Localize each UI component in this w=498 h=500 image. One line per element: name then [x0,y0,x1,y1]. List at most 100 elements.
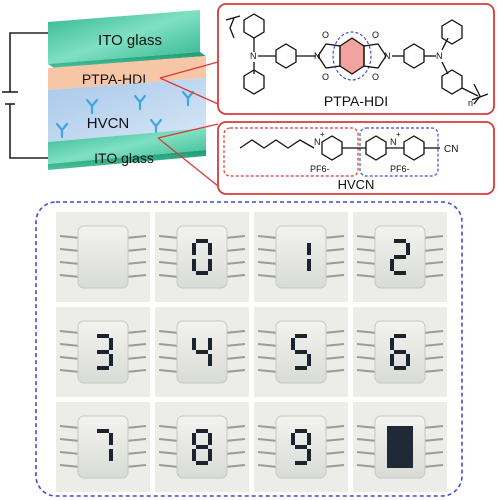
panel-electrode-pins [59,235,147,278]
digit-segment-e [390,354,394,366]
panel-electrode-pins [257,425,345,468]
digit-segment-d [295,461,307,465]
svg-text:O: O [372,72,379,82]
digit-segment-f [192,338,196,350]
display-demo-panel [35,201,463,497]
panel-electrode-pins [356,425,444,468]
display-panel [353,212,447,302]
svg-text:N: N [250,51,257,61]
digit-segment-a [97,334,109,338]
ptpa-hdi-layer-label: PTPA-HDI [82,71,146,87]
display-panel [56,402,150,492]
digit-segment-a [394,239,406,243]
svg-text:O: O [372,30,379,40]
panel-device-body [77,225,129,289]
ion-markers [55,90,195,139]
display-panel [155,402,249,492]
display-panel [56,307,150,397]
digit-segment-a [295,429,307,433]
hvcn-structure-panel: N + N + PF6- PF6- CN HVCN [217,121,495,195]
digit-segment-e [192,449,196,461]
digit-segment-f [291,338,295,350]
hvcn-nitrile-label: CN [444,144,458,155]
panel-device-body [275,225,327,289]
hvcn-charge-2: + [396,130,401,139]
digit-segment-a [295,334,307,338]
svg-text:O: O [322,30,329,40]
display-panel [353,402,447,492]
digit-segment-c [109,354,113,366]
digit-segment-e [192,259,196,271]
digit-segment-b [109,338,113,350]
digit-segment-a [196,239,208,243]
panel-electrode-pins [257,330,345,373]
digit-segment-b [406,243,410,255]
digit-segment-c [208,449,212,461]
panel-device-body [176,225,228,289]
full-colored-display [387,426,413,468]
digit-segment-d [394,271,406,275]
panel-electrode-pins [158,330,246,373]
digit-segment-b [307,433,311,445]
hvcn-counterion-2: PF6- [390,164,410,174]
digit-segment-c [208,259,212,271]
digit-segment-b [109,433,113,445]
digit-segment-e [390,259,394,271]
hvcn-charge-1: + [320,130,325,139]
hvcn-layer-label: HVCN [87,115,130,132]
digit-segment-g [295,350,307,354]
digit-segment-a [196,429,208,433]
ptpa-hdi-repeat-subscript: n [468,98,473,108]
digit-segment-b [208,338,212,350]
digit-segment-b [208,433,212,445]
panel-device-body [77,415,129,479]
hvcn-nitrogen-2: N [390,137,397,147]
display-panel [56,212,150,302]
digit-segment-b [307,243,311,255]
ptpa-hdi-structure-panel: N N O O N O O N [217,3,495,115]
digit-segment-f [390,338,394,350]
ptpa-hdi-caption: PTPA-HDI [324,93,388,109]
display-panel [254,402,348,492]
digit-segment-d [97,366,109,370]
digit-segment-a [394,334,406,338]
digit-segment-c [109,449,113,461]
display-panel [155,212,249,302]
panel-electrode-pins [356,235,444,278]
panel-electrode-pins [257,235,345,278]
ptpa-hdi-layer: PTPA-HDI [48,56,206,90]
digit-segment-c [307,449,311,461]
digit-segment-g [97,350,109,354]
hvcn-counterion-1: PF6- [310,164,330,174]
panel-electrode-pins [59,330,147,373]
digit-segment-c [307,259,311,271]
hvcn-caption: HVCN [338,177,375,192]
display-panel [155,307,249,397]
digit-segment-f [192,243,196,255]
display-demo-grid [56,212,447,492]
digit-segment-a [97,429,109,433]
hvcn-layer: HVCN [48,78,206,142]
top-ito-label: ITO glass [98,32,162,49]
digit-segment-d [295,366,307,370]
digit-segment-g [295,445,307,449]
digit-segment-g [196,350,208,354]
panel-electrode-pins [158,235,246,278]
digit-segment-g [394,350,406,354]
svg-text:N: N [436,51,443,61]
digit-segment-d [394,366,406,370]
display-panel [254,212,348,302]
digit-segment-g [394,255,406,259]
panel-electrode-pins [356,330,444,373]
panel-electrode-pins [158,425,246,468]
circuit-wire [2,32,48,159]
digit-segment-f [291,433,295,445]
hvcn-molecule [239,135,440,161]
svg-text:N: N [384,51,391,61]
ptpa-hdi-molecule: N N O O N O O N [225,13,489,105]
svg-text:O: O [322,72,329,82]
device-stack: ITO glass PTPA-HDI HVCN ITO glass [2,10,219,187]
hvcn-cyanophenyl-pyridinium-box [359,127,439,177]
digit-segment-f [192,433,196,445]
digit-segment-d [196,461,208,465]
